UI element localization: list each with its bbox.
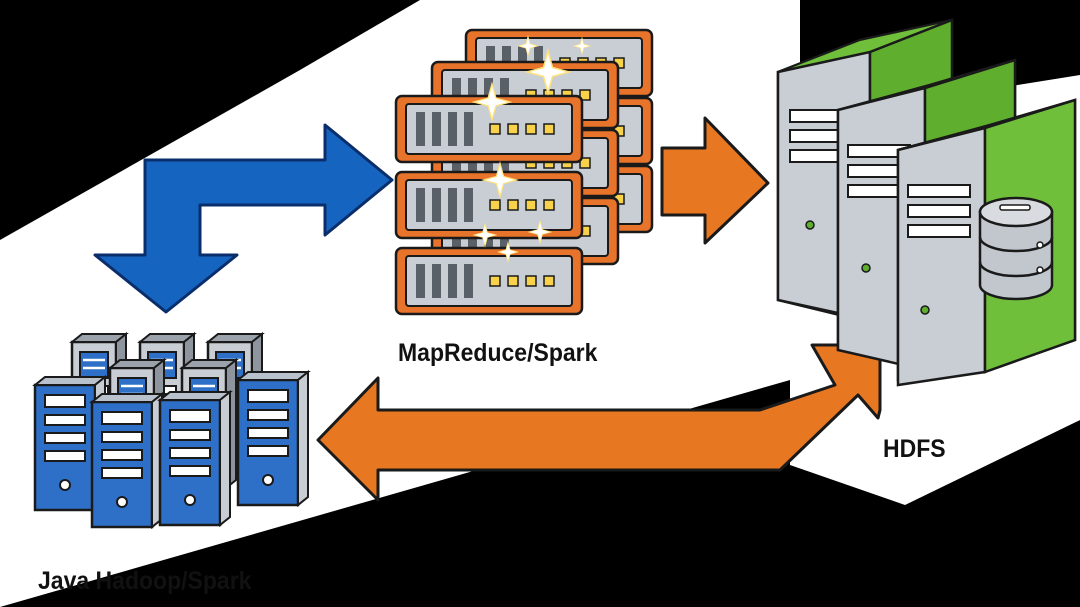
orange-return-arrow-icon — [316, 343, 882, 502]
mapreduce-spark-label: MapReduce/Spark — [398, 339, 598, 367]
green-server-towers-icon — [776, 18, 1077, 387]
orange-right-arrow-icon — [660, 116, 770, 245]
database-icon — [978, 196, 1054, 301]
java-hadoop-spark-label: Java Hadoop/Spark — [38, 567, 252, 595]
hdfs-label: HDFS — [883, 435, 946, 463]
blue-bent-arrow-icon — [93, 123, 394, 314]
